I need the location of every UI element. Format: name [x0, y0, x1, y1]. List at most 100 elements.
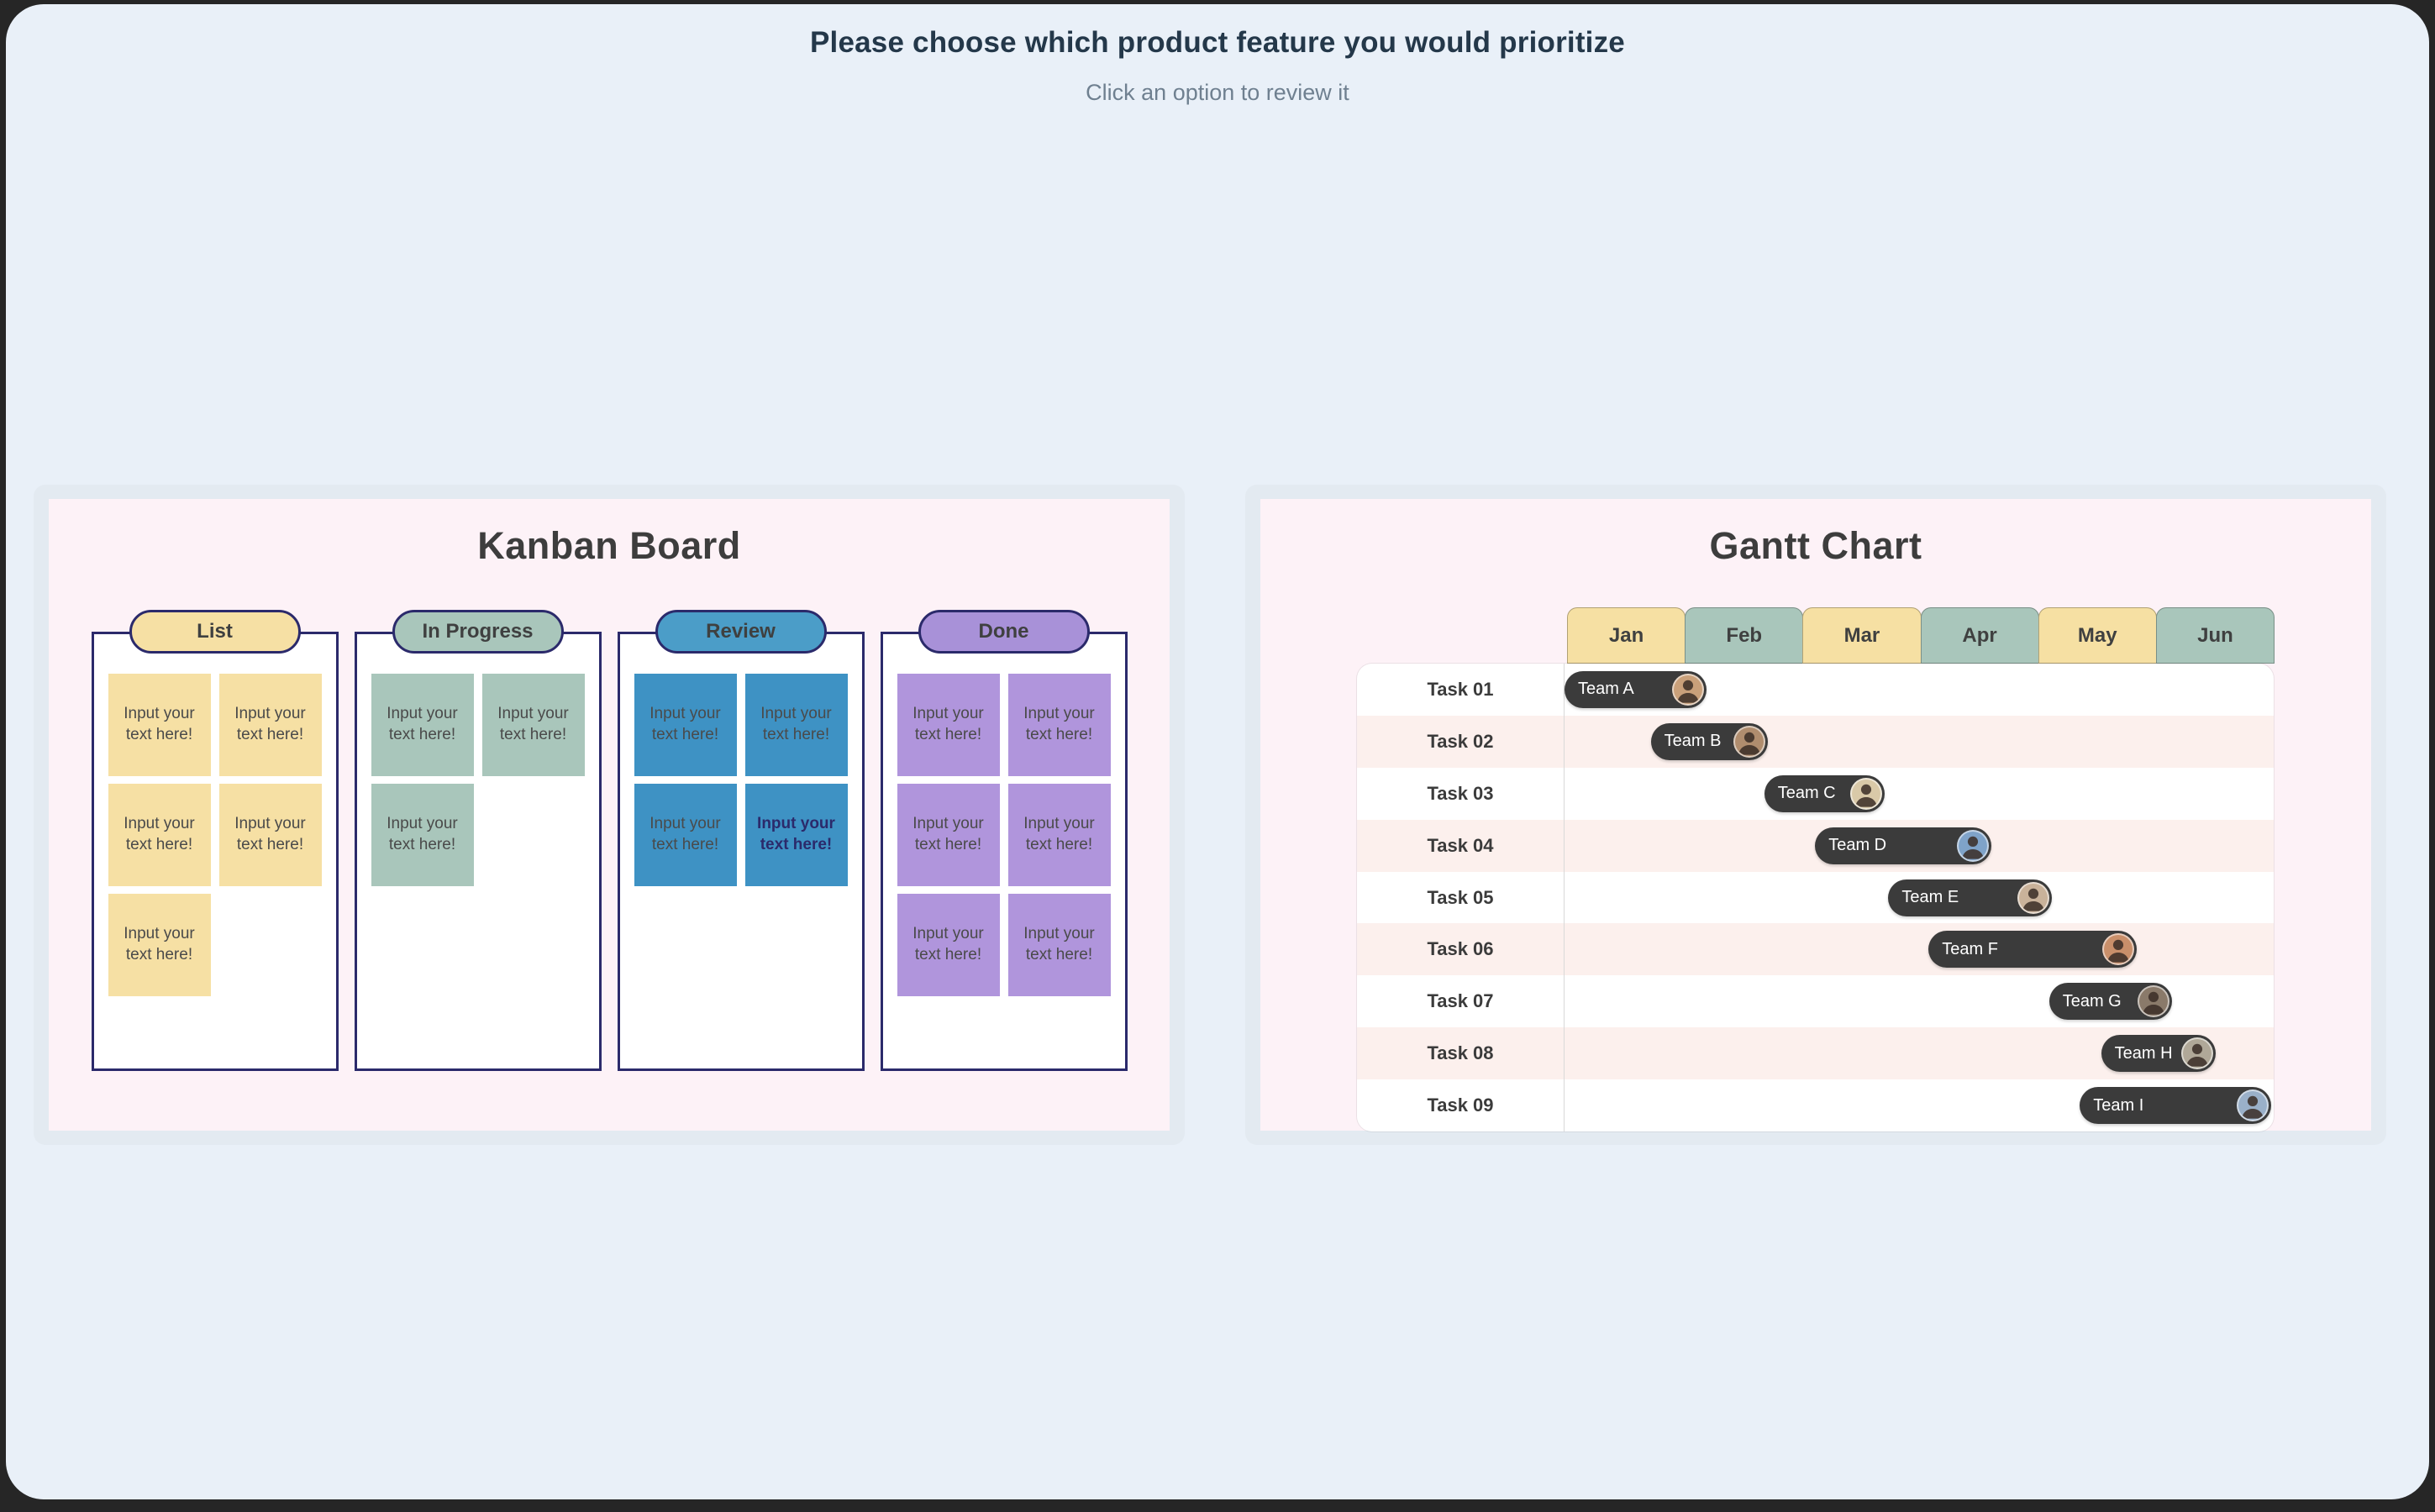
task-label: Task 08 — [1357, 1027, 1565, 1080]
kanban-column-box: Input your text here!Input your text her… — [91, 632, 339, 1071]
gantt-bar-team-g: Team G — [2048, 983, 2172, 1021]
avatar-team-h — [2181, 1037, 2214, 1070]
kanban-column-box: Input your text here!Input your text her… — [617, 632, 865, 1071]
kanban-card: Input your text here! — [108, 894, 211, 996]
kanban-column-box: Input your text here!Input your text her… — [354, 632, 602, 1071]
task-label: Task 05 — [1357, 871, 1565, 924]
month-tab-feb: Feb — [1685, 607, 1804, 664]
kanban-card: Input your text here! — [108, 784, 211, 886]
column-header-pill-review: Review — [655, 610, 827, 654]
task-timeline: Team A — [1565, 664, 2274, 716]
kanban-card-grid: Input your text here!Input your text her… — [634, 674, 848, 886]
task-label: Task 06 — [1357, 923, 1565, 976]
column-header-pill-in-progress: In Progress — [392, 610, 564, 654]
column-header-pill-done: Done — [918, 610, 1090, 654]
person-icon — [2186, 1043, 2209, 1067]
kanban-card: Input your text here! — [1007, 784, 1111, 886]
task-timeline: Team H — [1565, 1027, 2274, 1079]
kanban-card: Input your text here! — [897, 784, 1000, 886]
gantt-task-row: Task 08 Team H — [1357, 1027, 2274, 1080]
gantt-bar-team-f: Team F — [1928, 931, 2137, 969]
gantt-bar-team-a: Team A — [1565, 670, 1707, 708]
gantt-bar-team-h: Team H — [2101, 1035, 2217, 1073]
gantt-bar-team-d: Team D — [1815, 827, 1991, 864]
team-label: Team E — [1901, 888, 1959, 906]
person-icon — [1855, 784, 1878, 807]
kanban-card: Input your text here! — [371, 674, 474, 776]
task-timeline: Team I — [1565, 1079, 2274, 1131]
kanban-card-grid: Input your text here!Input your text her… — [108, 674, 322, 996]
avatar-team-i — [2237, 1089, 2269, 1122]
page-header: Please choose which product feature you … — [6, 26, 2429, 106]
person-icon — [2022, 888, 2044, 911]
person-icon — [2242, 1095, 2264, 1119]
task-timeline: Team F — [1565, 923, 2274, 975]
gantt-bar-team-e: Team E — [1888, 879, 2052, 916]
person-icon — [1961, 836, 1984, 859]
avatar-team-e — [2017, 881, 2049, 914]
person-icon — [1676, 680, 1699, 703]
kanban-card: Input your text here! — [897, 894, 1000, 996]
person-icon — [2106, 940, 2129, 963]
task-timeline: Team G — [1565, 975, 2274, 1027]
task-timeline: Team B — [1565, 716, 2274, 768]
kanban-title: Kanban Board — [477, 524, 741, 567]
kanban-card: Input your text here! — [1007, 894, 1111, 996]
gantt-bar-team-i: Team I — [2080, 1087, 2272, 1125]
month-tab-may: May — [2038, 607, 2157, 664]
task-label: Task 04 — [1357, 819, 1565, 872]
gantt-task-row: Task 07 Team G — [1357, 975, 2274, 1028]
task-label: Task 01 — [1357, 664, 1565, 716]
task-label: Task 07 — [1357, 975, 1565, 1028]
kanban-card: Input your text here! — [481, 674, 585, 776]
avatar-team-d — [1956, 829, 1989, 862]
kanban-card: Input your text here! — [218, 674, 322, 776]
kanban-card: Input your text here! — [1007, 674, 1111, 776]
team-label: Team G — [2062, 991, 2122, 1011]
column-header-pill-list: List — [129, 610, 301, 654]
kanban-card: Input your text here! — [108, 674, 211, 776]
task-label: Task 02 — [1357, 715, 1565, 768]
team-label: Team D — [1828, 836, 1887, 855]
app-viewport: Please choose which product feature you … — [6, 4, 2429, 1499]
task-label: Task 09 — [1357, 1079, 1565, 1131]
avatar-team-b — [1733, 725, 1765, 758]
avatar-team-f — [2101, 933, 2134, 966]
team-label: Team F — [1942, 939, 1998, 958]
task-timeline: Team E — [1565, 872, 2274, 924]
kanban-card: Input your text here! — [744, 674, 848, 776]
kanban-card-grid: Input your text here!Input your text her… — [897, 674, 1111, 996]
gantt-task-row: Task 06 Team F — [1357, 923, 2274, 976]
gantt-task-row: Task 02 Team B — [1357, 715, 2274, 768]
avatar-team-g — [2138, 985, 2169, 1018]
page-title: Please choose which product feature you … — [810, 26, 1625, 59]
gantt-bar-team-b: Team B — [1650, 722, 1768, 760]
gantt-title: Gantt Chart — [1709, 524, 1922, 567]
month-tab-mar: Mar — [1802, 607, 1922, 664]
task-timeline: Team C — [1565, 768, 2274, 820]
kanban-card: Input your text here! — [897, 674, 1000, 776]
person-icon — [1738, 732, 1760, 755]
gantt-task-row: Task 04 Team D — [1357, 819, 2274, 872]
task-timeline: Team D — [1565, 820, 2274, 872]
person-icon — [2142, 992, 2165, 1015]
task-label: Task 03 — [1357, 767, 1565, 820]
team-label: Team C — [1777, 784, 1836, 803]
gantt-task-row: Task 03 Team C — [1357, 767, 2274, 820]
month-tab-jan: Jan — [1567, 607, 1686, 664]
kanban-card: Input your text here! — [634, 674, 737, 776]
kanban-card: Input your text here! — [744, 784, 848, 886]
page-subtitle: Click an option to review it — [1086, 80, 1349, 105]
kanban-column-box: Input your text here!Input your text her… — [880, 632, 1128, 1071]
kanban-card: Input your text here! — [634, 784, 737, 886]
